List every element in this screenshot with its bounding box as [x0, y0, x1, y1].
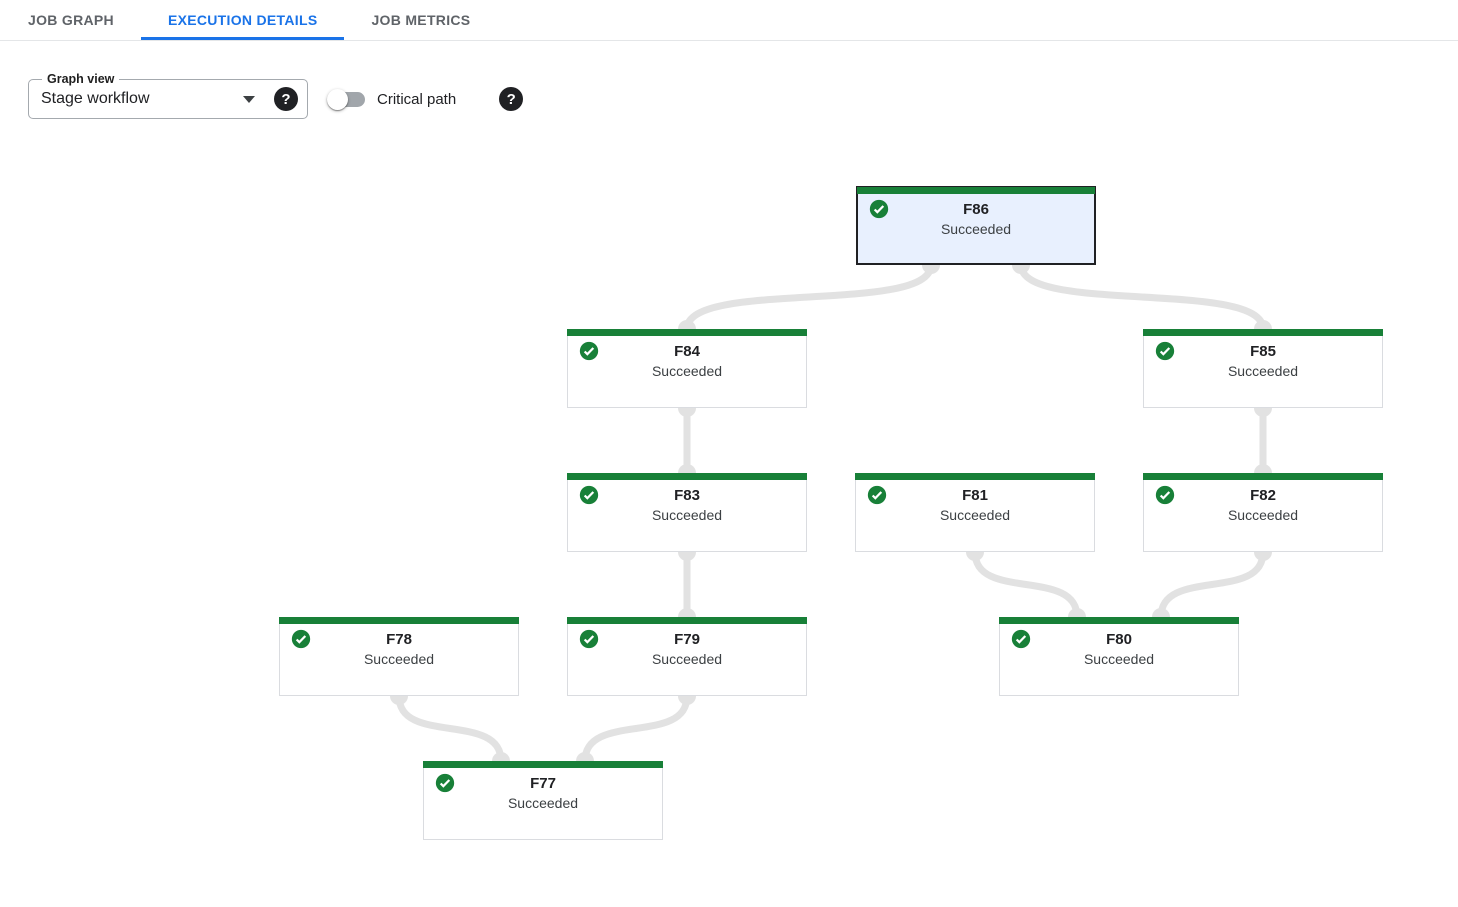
status-color-bar	[1143, 473, 1383, 480]
stage-name: F80	[1106, 631, 1132, 648]
stage-status: Succeeded	[651, 651, 723, 667]
tab-job-graph[interactable]: JOB GRAPH	[28, 12, 114, 28]
status-color-bar	[279, 617, 519, 624]
stage-status: Succeeded	[651, 363, 723, 379]
critical-path-label: Critical path	[377, 90, 457, 108]
check-circle-icon	[869, 199, 889, 219]
dropdown-arrow-icon	[243, 95, 255, 103]
stage-status: Succeeded	[1227, 507, 1299, 523]
check-circle-icon	[579, 485, 599, 505]
graph-controls: Graph view Stage workflow ? Critical pat…	[28, 71, 1458, 119]
check-circle-icon	[435, 773, 455, 793]
stage-name: F78	[386, 631, 412, 648]
status-color-bar	[855, 473, 1095, 480]
check-circle-icon	[1155, 485, 1175, 505]
stage-name: F81	[962, 487, 988, 504]
critical-path-control: Critical path ?	[327, 87, 524, 111]
stage-name: F77	[530, 775, 556, 792]
stage-name: F82	[1250, 487, 1276, 504]
check-circle-icon	[1011, 629, 1031, 649]
stage-status: Succeeded	[507, 795, 579, 811]
status-color-bar	[857, 187, 1095, 194]
stage-name: F83	[674, 487, 700, 504]
status-color-bar	[999, 617, 1239, 624]
stage-status: Succeeded	[1083, 651, 1155, 667]
graph-view-value: Stage workflow	[41, 90, 150, 107]
tab-bar: JOB GRAPH EXECUTION DETAILS JOB METRICS	[0, 0, 1458, 41]
status-color-bar	[567, 473, 807, 480]
stage-status: Succeeded	[939, 507, 1011, 523]
critical-path-help-icon[interactable]: ?	[499, 87, 524, 111]
edge-f79-f77	[581, 695, 691, 762]
status-color-bar	[423, 761, 663, 768]
graph-view-help-icon[interactable]: ?	[274, 87, 298, 111]
graph-view-select[interactable]: Graph view Stage workflow ?	[28, 71, 308, 119]
check-circle-icon	[579, 629, 599, 649]
critical-path-toggle[interactable]	[327, 88, 365, 110]
edge-f86-f84	[683, 264, 935, 330]
tab-execution-details[interactable]: EXECUTION DETAILS	[140, 0, 345, 40]
stage-status: Succeeded	[940, 221, 1012, 237]
edge-f82-f80	[1157, 551, 1267, 618]
stage-status: Succeeded	[1227, 363, 1299, 379]
check-circle-icon	[579, 341, 599, 361]
stage-name: F85	[1250, 343, 1276, 360]
check-circle-icon	[291, 629, 311, 649]
status-color-bar	[1143, 329, 1383, 336]
stage-name: F86	[963, 201, 989, 218]
edge-f86-f85	[1017, 264, 1267, 330]
stage-status: Succeeded	[363, 651, 435, 667]
toggle-knob	[327, 88, 348, 110]
edge-f81-f80	[971, 551, 1081, 618]
stage-name: F79	[674, 631, 700, 648]
stage-status: Succeeded	[651, 507, 723, 523]
status-color-bar	[567, 617, 807, 624]
stage-name: F84	[674, 343, 700, 360]
status-color-bar	[567, 329, 807, 336]
tab-job-metrics[interactable]: JOB METRICS	[371, 12, 471, 28]
check-circle-icon	[1155, 341, 1175, 361]
edge-f78-f77	[395, 695, 505, 762]
check-circle-icon	[867, 485, 887, 505]
graph-view-label: Graph view	[42, 71, 120, 88]
